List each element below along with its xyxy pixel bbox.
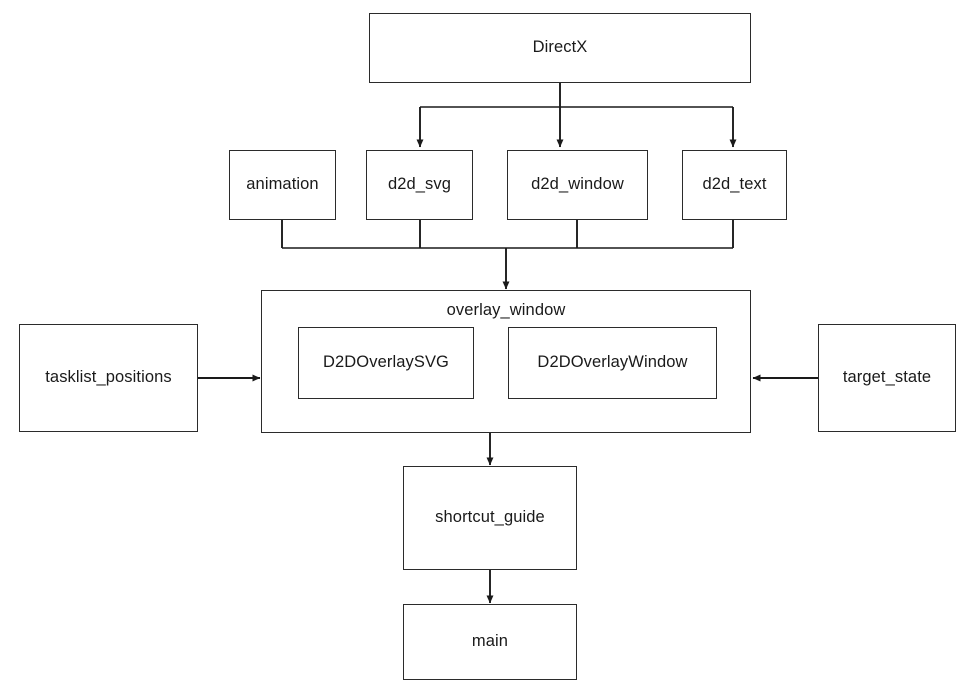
node-directx[interactable]: DirectX [369,13,751,83]
node-d2d-overlay-svg[interactable]: D2DOverlaySVG [298,327,474,399]
node-directx-label: DirectX [532,38,588,57]
node-d2d-svg[interactable]: d2d_svg [366,150,473,220]
node-shortcut-guide[interactable]: shortcut_guide [403,466,577,570]
node-overlay-window[interactable]: overlay_window [261,290,751,433]
node-d2d-window-label: d2d_window [531,175,624,194]
node-d2d-text[interactable]: d2d_text [682,150,787,220]
node-tasklist-positions-label: tasklist_positions [45,368,172,387]
node-target-state-label: target_state [842,368,932,387]
node-d2d-overlay-window[interactable]: D2DOverlayWindow [508,327,717,399]
node-d2d-window[interactable]: d2d_window [507,150,648,220]
node-d2d-overlay-window-label: D2DOverlayWindow [537,353,688,372]
node-animation-label: animation [246,175,319,194]
node-d2d-overlay-svg-label: D2DOverlaySVG [322,353,449,372]
node-shortcut-guide-label: shortcut_guide [435,508,545,527]
node-d2d-svg-label: d2d_svg [387,175,452,194]
node-target-state[interactable]: target_state [818,324,956,432]
node-d2d-text-label: d2d_text [702,175,767,194]
node-main[interactable]: main [403,604,577,680]
node-animation[interactable]: animation [229,150,336,220]
node-main-label: main [471,632,509,651]
node-tasklist-positions[interactable]: tasklist_positions [19,324,198,432]
node-overlay-window-label: overlay_window [446,301,566,319]
